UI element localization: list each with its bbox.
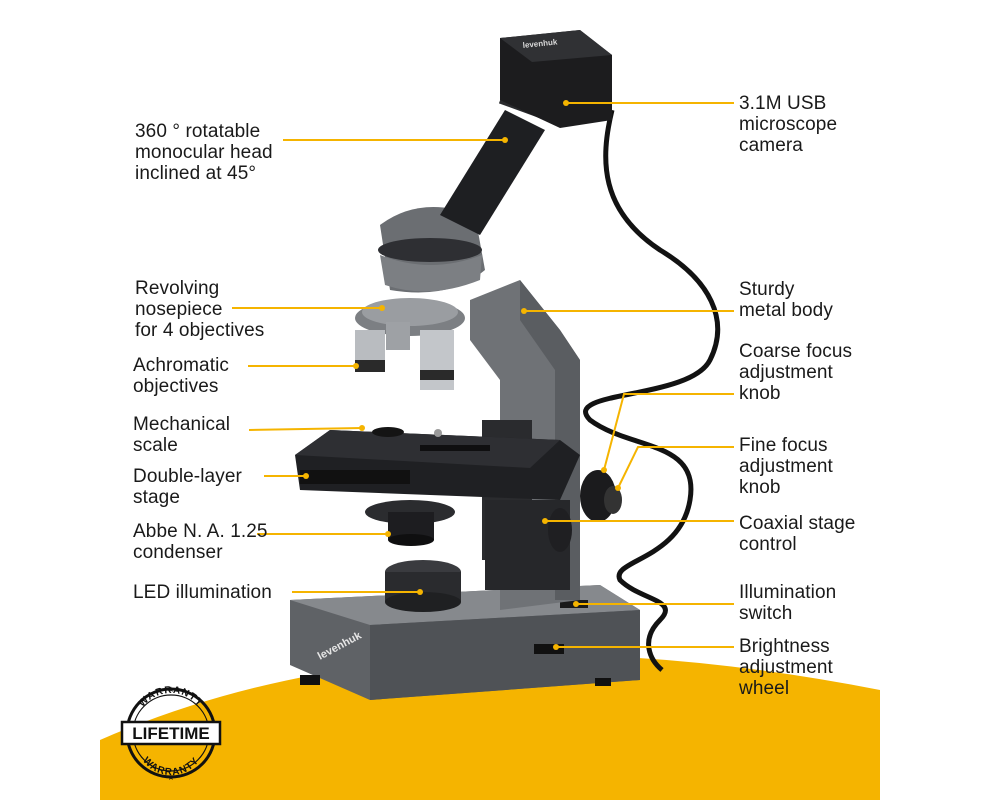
label-coarse-focus: Coarse focus adjustment knob [739,341,853,404]
leader-lines [232,102,734,648]
leader-coarse [603,393,734,471]
led-illuminator [385,560,461,612]
badge-star-top-icon: ★ [167,685,174,694]
label-illumination-switch: Illumination switch [739,582,837,624]
usb-camera: levenhuk [500,30,612,128]
microscope-base: levenhuk [290,585,640,700]
usb-cable [583,109,721,672]
label-mechanical-scale: Mechanical scale [133,414,231,456]
label-metal-body: Sturdy metal body [739,279,833,321]
stage-clip-knob [372,427,404,437]
label-achromatic-objectives: Achromatic objectives [133,355,230,397]
label-rotatable-head: 360 ° rotatable monocular head inclined … [135,121,273,184]
leader-scale [248,427,363,431]
lifetime-warranty-badge: WARRANTY LIFETIME WARRANTY ★ ★ [120,685,222,782]
label-fine-focus: Fine focus adjustment knob [739,435,833,498]
label-usb-camera: 3.1M USB microscope camera [739,93,838,156]
badge-star-icon: ★ [167,773,174,782]
fine-focus-knob [604,486,622,514]
label-double-layer-stage: Double-layer stage [133,466,242,508]
objectives [355,322,454,390]
label-coaxial-stage: Coaxial stage control [739,513,856,555]
camera-logo: levenhuk [522,37,558,50]
label-revolving-nosepiece: Revolving nosepiece for 4 objectives [135,278,265,341]
brightness-wheel [534,644,564,654]
coaxial-stage-control [548,508,572,552]
label-abbe-condenser: Abbe N. A. 1.25 condenser [133,521,268,563]
label-led-illumination: LED illumination [133,582,272,603]
leader-fine [617,446,734,489]
yellow-arc-background [100,654,880,800]
monocular-head [378,207,485,293]
label-brightness-wheel: Brightness adjustment wheel [739,636,833,699]
badge-center-text: LIFETIME [132,724,209,743]
condenser [365,500,455,546]
leader-dots [303,100,621,650]
microscope-stage [295,427,580,500]
